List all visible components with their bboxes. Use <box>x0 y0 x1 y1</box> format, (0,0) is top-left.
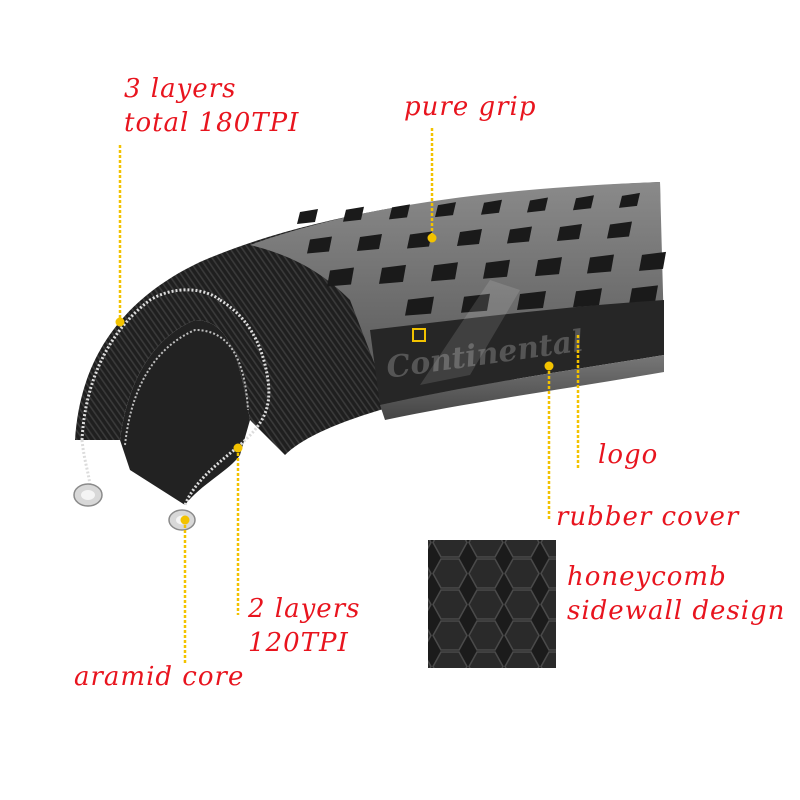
tread-knob <box>535 257 562 277</box>
tread-knob <box>629 285 658 305</box>
tread-knob <box>517 291 546 310</box>
tread-knob <box>557 224 582 241</box>
label-2-layers-line1: 2 layers <box>248 594 361 624</box>
label-2-layers-line2: 120TPI <box>248 628 349 658</box>
tread-knob <box>379 264 406 284</box>
tread-knob <box>407 231 432 249</box>
tread-knob <box>607 221 632 239</box>
label-aramid-core-line1: aramid core <box>74 662 245 692</box>
tread-knobs <box>297 192 666 316</box>
label-3-layers-line2: total 180TPI <box>124 108 300 138</box>
tread-knob <box>461 293 490 313</box>
tread-knob <box>435 202 456 218</box>
tread-knob <box>389 204 410 220</box>
tread-knob <box>587 254 614 274</box>
label-honeycomb-line2: sidewall design <box>567 596 786 626</box>
tread-knob <box>357 234 382 251</box>
logo-marker <box>412 328 426 342</box>
tread-knob <box>431 262 458 282</box>
logo-band: Continental <box>370 280 664 420</box>
tread-knob <box>343 206 364 222</box>
label-logo: logo <box>598 438 658 472</box>
tread-knob <box>297 209 318 224</box>
label-rubber-cover: rubber cover <box>556 500 739 534</box>
label-honeycomb: honeycomb sidewall design <box>567 560 785 628</box>
label-pure-grip-line1: pure grip <box>404 92 537 122</box>
label-3-layers: 3 layers total 180TPI <box>124 72 299 140</box>
tread-knob <box>457 229 482 246</box>
label-honeycomb-line1: honeycomb <box>567 562 727 592</box>
label-logo-line1: logo <box>598 440 659 470</box>
honeycomb-inset <box>428 540 556 668</box>
tread-knob <box>573 195 594 211</box>
label-2-layers: 2 layers 120TPI <box>248 592 360 660</box>
leader-lines <box>118 128 580 665</box>
tread-knob <box>619 192 640 208</box>
tread-knob <box>327 267 354 287</box>
label-rubber-cover-line1: rubber cover <box>556 502 740 532</box>
label-3-layers-line1: 3 layers <box>124 74 237 104</box>
label-pure-grip: pure grip <box>404 90 537 124</box>
tread-knob <box>481 199 502 215</box>
leader-dots <box>115 233 554 525</box>
label-aramid-core: aramid core <box>74 660 244 694</box>
tread-knob <box>307 236 332 254</box>
tread-knob <box>405 296 434 316</box>
tread-knob <box>483 259 510 279</box>
tread-knob <box>527 197 548 213</box>
tread-knob <box>639 251 666 271</box>
tread-knob <box>507 226 532 244</box>
bead-cores <box>73 483 196 531</box>
tread-knob <box>573 288 602 308</box>
cross-section-profile <box>80 288 271 506</box>
